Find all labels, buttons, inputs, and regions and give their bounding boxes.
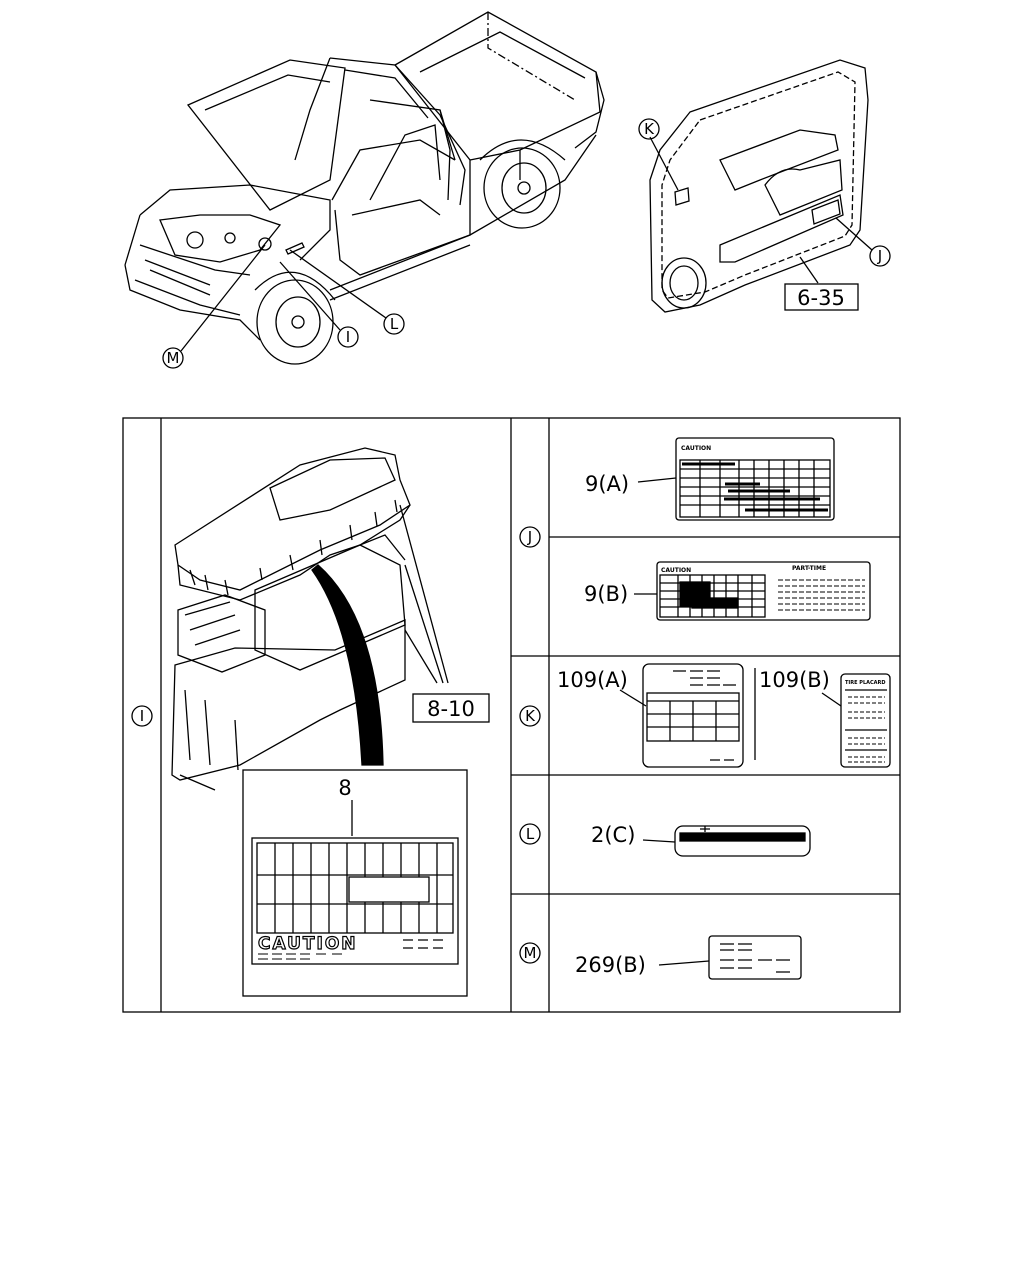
part-109a: 109(A) xyxy=(557,668,628,692)
callout-l-truck-text: L xyxy=(390,315,399,333)
label-9a-caution: CAUTION xyxy=(681,445,711,452)
fuse-box-illustration xyxy=(171,447,449,791)
callout-j-row xyxy=(519,526,541,548)
callout-m-truck xyxy=(162,347,184,369)
ref-box-6-35 xyxy=(784,283,859,311)
callout-m-truck-text: M xyxy=(167,349,180,367)
part-9b: 9(B) xyxy=(584,582,628,606)
callout-i-row xyxy=(131,705,153,727)
callout-j-row-text: J xyxy=(527,528,532,546)
callout-i-truck xyxy=(337,326,359,348)
fuse-label-detail-frame xyxy=(242,769,468,997)
fuse-label-part-number: 8 xyxy=(338,776,351,800)
callout-k-door xyxy=(638,118,660,140)
callout-l-row-text: L xyxy=(526,825,535,843)
pickup-truck-illustration xyxy=(124,11,605,365)
fuse-caution-label xyxy=(251,837,459,965)
fuse-label-caution: CAUTION xyxy=(258,934,358,954)
parts-table xyxy=(122,417,901,1013)
label-109a xyxy=(619,663,744,768)
part-9a: 9(A) xyxy=(585,472,629,496)
callout-m-row-text: M xyxy=(524,944,537,962)
label-109b-tire-placard: TIRE PLACARD xyxy=(845,680,886,686)
ref-6-35-text: 6-35 xyxy=(797,286,845,310)
door-panel-illustration xyxy=(649,59,873,313)
callout-i-truck-text: I xyxy=(346,328,350,346)
label-109b xyxy=(821,673,891,768)
label-9b-caution: CAUTION xyxy=(661,567,691,574)
callout-j-door xyxy=(869,245,891,267)
part-2c: 2(C) xyxy=(591,823,635,847)
callout-j-door-text: J xyxy=(877,247,882,265)
callout-l-row xyxy=(519,823,541,845)
callout-k-row-text: K xyxy=(525,707,536,725)
callout-k-door-text: K xyxy=(644,120,655,138)
part-109b: 109(B) xyxy=(759,668,830,692)
label-2c xyxy=(642,825,811,857)
ref-box-8-10 xyxy=(412,693,490,723)
label-269b xyxy=(658,935,802,980)
part-269b: 269(B) xyxy=(575,953,646,977)
label-9b-part-time: PART-TIME xyxy=(792,565,826,572)
callout-m-row xyxy=(519,942,541,964)
ref-8-10-text: 8-10 xyxy=(427,697,475,721)
callout-k-row xyxy=(519,705,541,727)
callout-l-truck xyxy=(383,313,405,335)
label-9a xyxy=(637,437,835,521)
label-9b xyxy=(634,561,871,621)
callout-i-row-text: I xyxy=(140,707,144,725)
